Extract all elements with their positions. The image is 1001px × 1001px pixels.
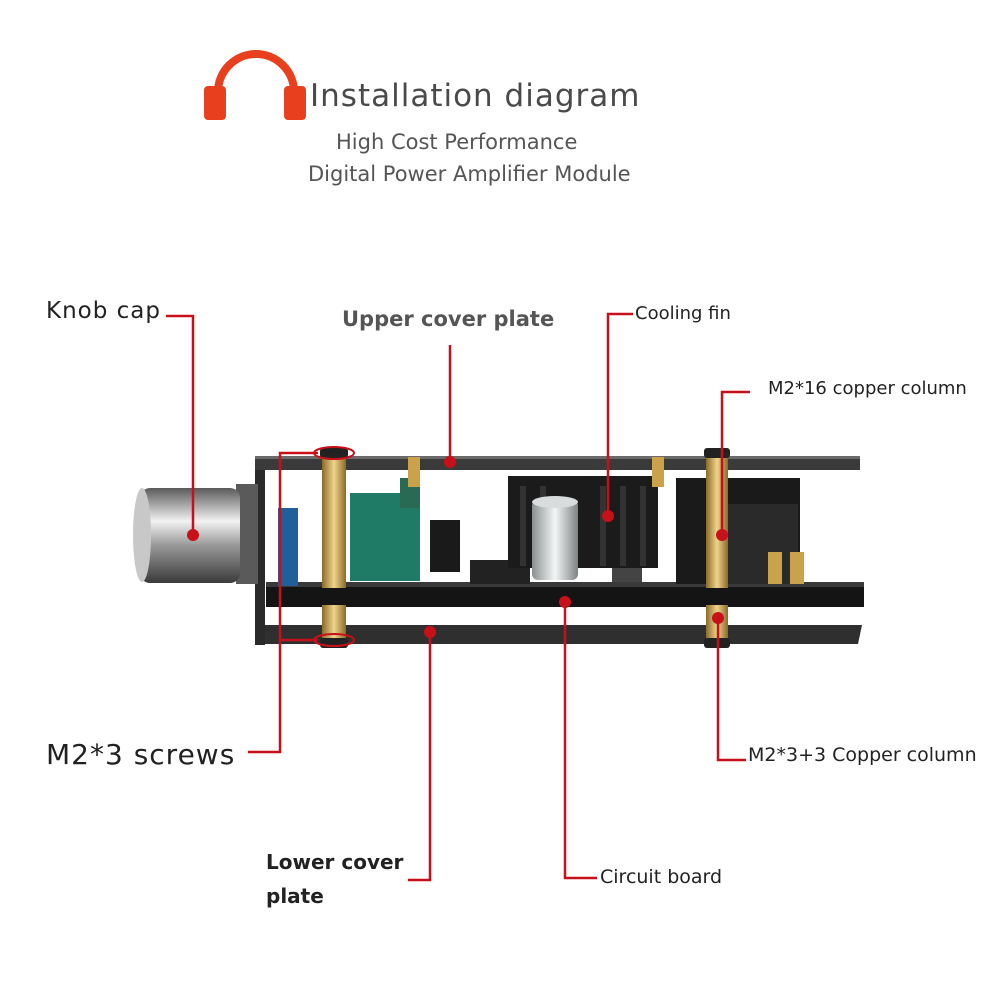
cooling-fin [508,476,658,568]
label-upper-cover-plate: Upper cover plate [342,307,555,331]
label-m2-3-3-copper-column: M2*3+3 Copper column [748,744,977,766]
leader-lines [166,312,750,882]
label-cooling-fin: Cooling fin [635,303,731,324]
label-lower-cover-plate-line-1: Lower cover [266,850,404,874]
label-knob-cap: Knob cap [46,298,161,324]
subtitle-line-2: Digital Power Amplifier Module [308,162,631,186]
diagram-title: Installation diagram [310,78,641,114]
label-circuit-board: Circuit board [600,866,723,888]
label-m2-16-copper-column: M2*16 copper column [768,378,967,399]
subtitle-line-1: High Cost Performance [336,130,578,154]
label-m2-3-screws: M2*3 screws [46,738,236,771]
m2-16-copper-column-right [706,456,728,588]
lower-cover-plate [258,625,862,644]
label-lower-cover-plate-line-2: plate [266,884,324,908]
headphones-icon [204,50,306,120]
m2-16-copper-column-left [322,456,346,588]
capacitor [532,500,578,580]
